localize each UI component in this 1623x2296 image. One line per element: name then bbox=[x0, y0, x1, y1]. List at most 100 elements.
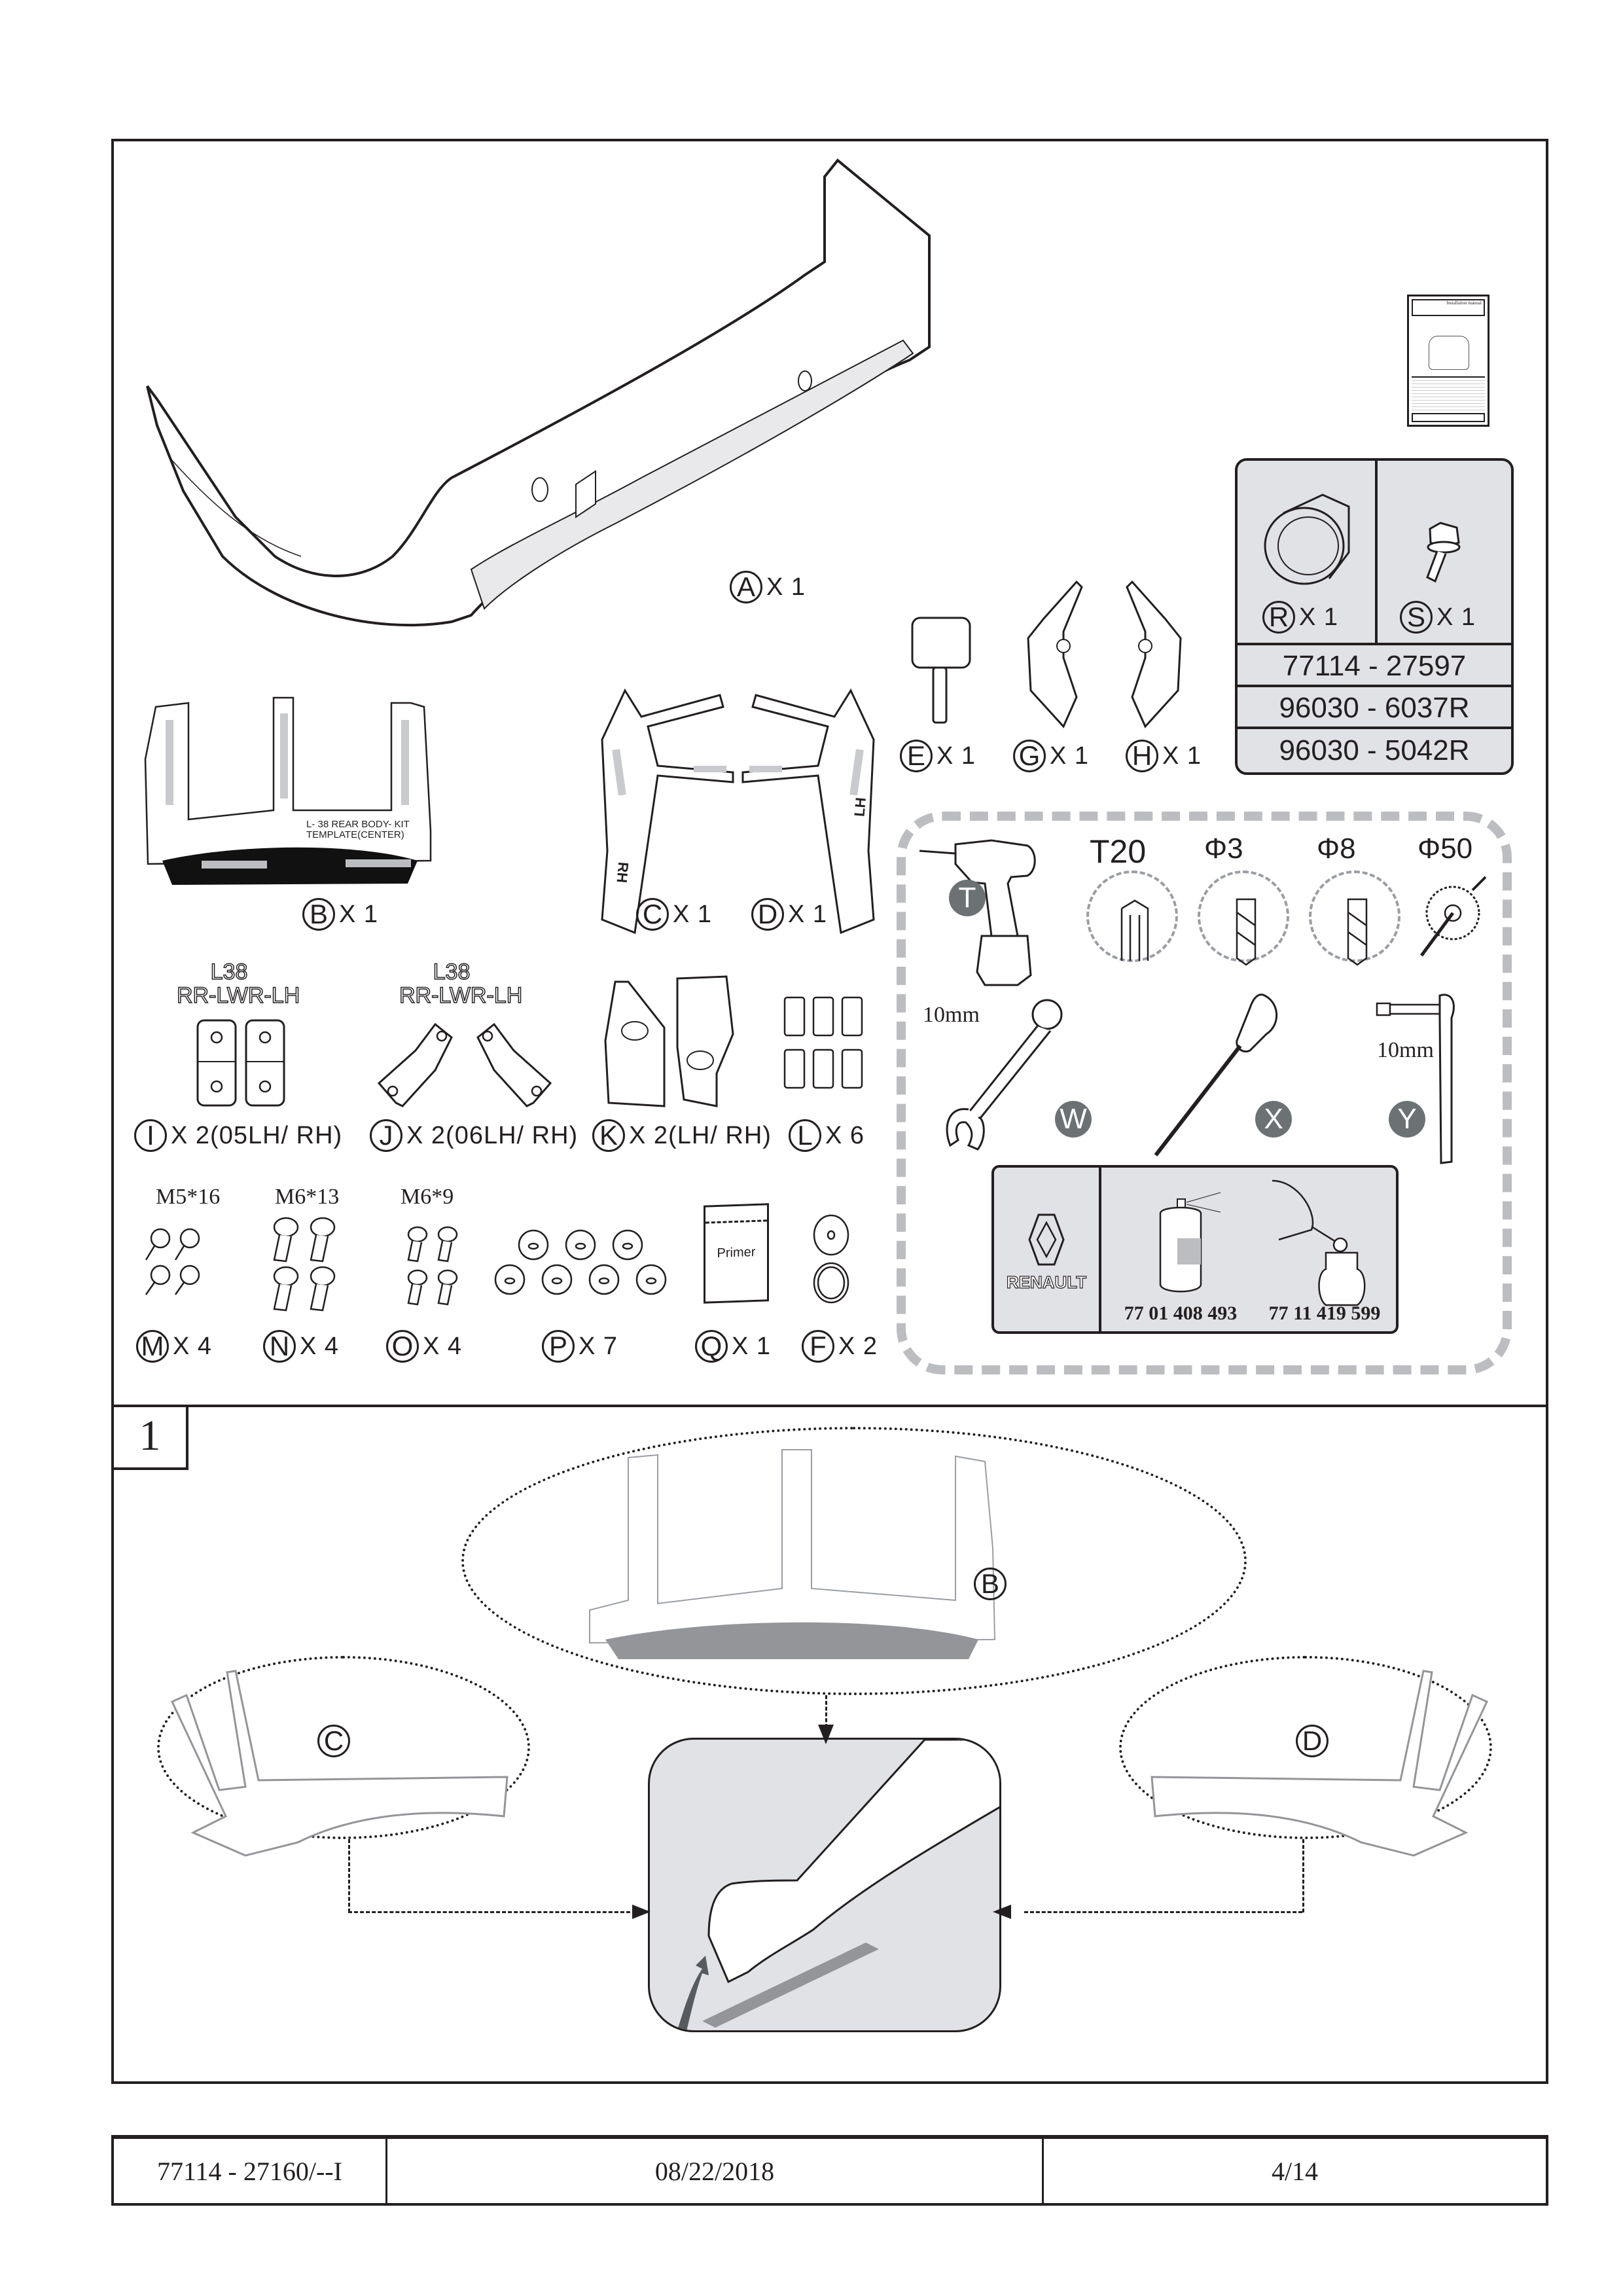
part-l-label: L X 6 bbox=[789, 1119, 865, 1152]
bit-d3-label: Φ3 bbox=[1204, 833, 1243, 865]
washer-icon-group bbox=[813, 1214, 849, 1304]
clip-icon-group bbox=[783, 996, 863, 1089]
wrench-size-label: 10mm bbox=[923, 1003, 980, 1027]
screwdriver-icon bbox=[1154, 994, 1277, 1157]
part-p-label: P X 7 bbox=[542, 1330, 618, 1363]
template-c-callout bbox=[157, 1656, 530, 1839]
template-d-callout bbox=[1119, 1656, 1492, 1839]
left-bracket-icon bbox=[1027, 580, 1083, 728]
exhaust-tip-icon bbox=[1264, 493, 1350, 585]
part-c-label: C X 1 bbox=[636, 898, 712, 931]
bit-d50-label: Φ50 bbox=[1418, 833, 1473, 865]
ratchet-size-label: 10mm bbox=[1377, 1038, 1434, 1062]
rear-bumper-illustration bbox=[146, 158, 931, 627]
wrench-badge: W bbox=[1055, 1101, 1092, 1138]
part-e-label: E X 1 bbox=[900, 740, 976, 772]
cordless-drill-icon bbox=[919, 839, 1036, 986]
template-d-flipped-illustration bbox=[1150, 1670, 1489, 1857]
screwdriver-badge: X bbox=[1255, 1101, 1292, 1138]
screw-icon-group bbox=[145, 1228, 200, 1295]
part-d-label: D X 1 bbox=[751, 898, 827, 931]
rh-template-illustration bbox=[601, 688, 734, 935]
template-b-caption: L- 38 REAR BODY- KIT TEMPLATE(CENTER) bbox=[306, 819, 410, 840]
part-number-row: 96030 - 6037R bbox=[1238, 685, 1511, 729]
connector-b bbox=[825, 1695, 827, 1728]
hole-saw-icon bbox=[1419, 876, 1487, 957]
part-h-label: H X 1 bbox=[1126, 740, 1202, 772]
drill-bit-8mm-icon bbox=[1309, 870, 1400, 966]
ratchet-badge: Y bbox=[1389, 1101, 1425, 1138]
replacement-parts-panel: R X 1 S X 1 77114 - 27597 96030 - 6037R … bbox=[1235, 458, 1514, 775]
connector-c-horizontal bbox=[348, 1911, 636, 1913]
step-number: 1 bbox=[111, 1405, 188, 1470]
step-b-callout-label: B bbox=[974, 1568, 1010, 1600]
combination-wrench-icon bbox=[946, 999, 1063, 1151]
o-size-label: M6*9 bbox=[401, 1185, 454, 1209]
spray-can-icon bbox=[1159, 1192, 1221, 1293]
ratchet-icon bbox=[1376, 994, 1455, 1164]
part-b-label: B X 1 bbox=[302, 898, 378, 931]
connector-d-vertical bbox=[1302, 1839, 1304, 1912]
parts-page-frame bbox=[111, 139, 1548, 2084]
rivet-m6-13-icon-group bbox=[273, 1217, 336, 1312]
bit-t20-label: T20 bbox=[1090, 833, 1147, 870]
connector-c-vertical bbox=[348, 1839, 350, 1912]
arrow-right-icon bbox=[632, 1905, 651, 1919]
brush-primer-ref: 77 11 419 599 bbox=[1268, 1302, 1381, 1324]
arrow-left-icon bbox=[993, 1905, 1011, 1919]
peel-tape-illustration-panel bbox=[648, 1738, 1001, 2032]
right-bracket-icon bbox=[1126, 580, 1182, 728]
document-reference: 77114 - 27160/--I bbox=[114, 2139, 387, 2203]
part-a-label: A X 1 bbox=[730, 571, 806, 603]
document-date: 08/22/2018 bbox=[387, 2139, 1044, 2203]
part-m-label: M X 4 bbox=[136, 1330, 212, 1363]
template-c-flipped-illustration bbox=[170, 1670, 508, 1857]
connector-d-horizontal bbox=[1024, 1911, 1302, 1913]
part-number-row: 77114 - 27597 bbox=[1238, 643, 1511, 687]
template-b-flipped-illustration bbox=[589, 1449, 996, 1659]
drill-badge: T bbox=[949, 880, 986, 916]
document-footer: 77114 - 27160/--I 08/22/2018 4/14 bbox=[111, 2135, 1548, 2206]
step-c-callout-label: C bbox=[317, 1725, 354, 1757]
car-sketch bbox=[1429, 336, 1469, 370]
template-c-side-mark: RH bbox=[613, 861, 632, 884]
drill-bit-3mm-icon bbox=[1198, 870, 1289, 966]
part-j-stamp: L38 RR-LWR-LH bbox=[399, 960, 523, 1008]
part-g-label: G X 1 bbox=[1013, 740, 1089, 772]
part-o-label: O X 4 bbox=[386, 1330, 462, 1363]
part-j-label: J X 2(06LH/ RH) bbox=[370, 1119, 578, 1152]
support-bracket-icon bbox=[604, 975, 734, 1107]
hand-peeling-tape-icon bbox=[677, 1740, 999, 2030]
angled-bracket-icon bbox=[377, 1022, 552, 1107]
m-size-label: M5*16 bbox=[156, 1185, 221, 1209]
rivet-m6-9-icon-group bbox=[407, 1226, 458, 1306]
n-size-label: M6*13 bbox=[275, 1185, 340, 1209]
page-number: 4/14 bbox=[1271, 2156, 1319, 2186]
lh-template-illustration bbox=[741, 688, 875, 935]
part-s-label: S X 1 bbox=[1400, 601, 1476, 634]
bolt-icon bbox=[1426, 522, 1461, 583]
torx-bit-icon bbox=[1086, 870, 1178, 962]
renault-consumables-panel: RENAULT 77 01 408 493 77 11 419 599 bbox=[991, 1165, 1399, 1334]
bit-d8-label: Φ8 bbox=[1317, 833, 1356, 865]
part-n-label: N X 4 bbox=[263, 1330, 339, 1363]
renault-logo-icon bbox=[1028, 1213, 1065, 1266]
section-divider bbox=[111, 1405, 1548, 1407]
step-d-callout-label: D bbox=[1296, 1725, 1332, 1757]
part-f-label: F X 2 bbox=[802, 1330, 878, 1363]
part-q-label: Q X 1 bbox=[695, 1330, 771, 1363]
renault-brand-text: RENAULT bbox=[1006, 1272, 1087, 1292]
primer-pack-icon: Primer bbox=[704, 1203, 769, 1304]
template-b-callout bbox=[461, 1427, 1247, 1695]
center-template-illustration bbox=[144, 696, 432, 885]
hinge-bracket-icon bbox=[196, 1019, 285, 1107]
part-r-label: R X 1 bbox=[1262, 601, 1338, 634]
installation-manual-thumbnail: Installation manual bbox=[1407, 295, 1489, 427]
nut-clip-icons bbox=[494, 1229, 667, 1295]
part-k-label: K X 2(LH/ RH) bbox=[592, 1119, 772, 1152]
part-i-stamp: L38 RR-LWR-LH bbox=[176, 960, 300, 1008]
part-i-label: I X 2(05LH/ RH) bbox=[134, 1119, 342, 1152]
template-d-side-mark: LH bbox=[851, 797, 869, 817]
spray-primer-ref: 77 01 408 493 bbox=[1124, 1302, 1238, 1324]
tow-hook-cover-icon bbox=[911, 617, 971, 724]
